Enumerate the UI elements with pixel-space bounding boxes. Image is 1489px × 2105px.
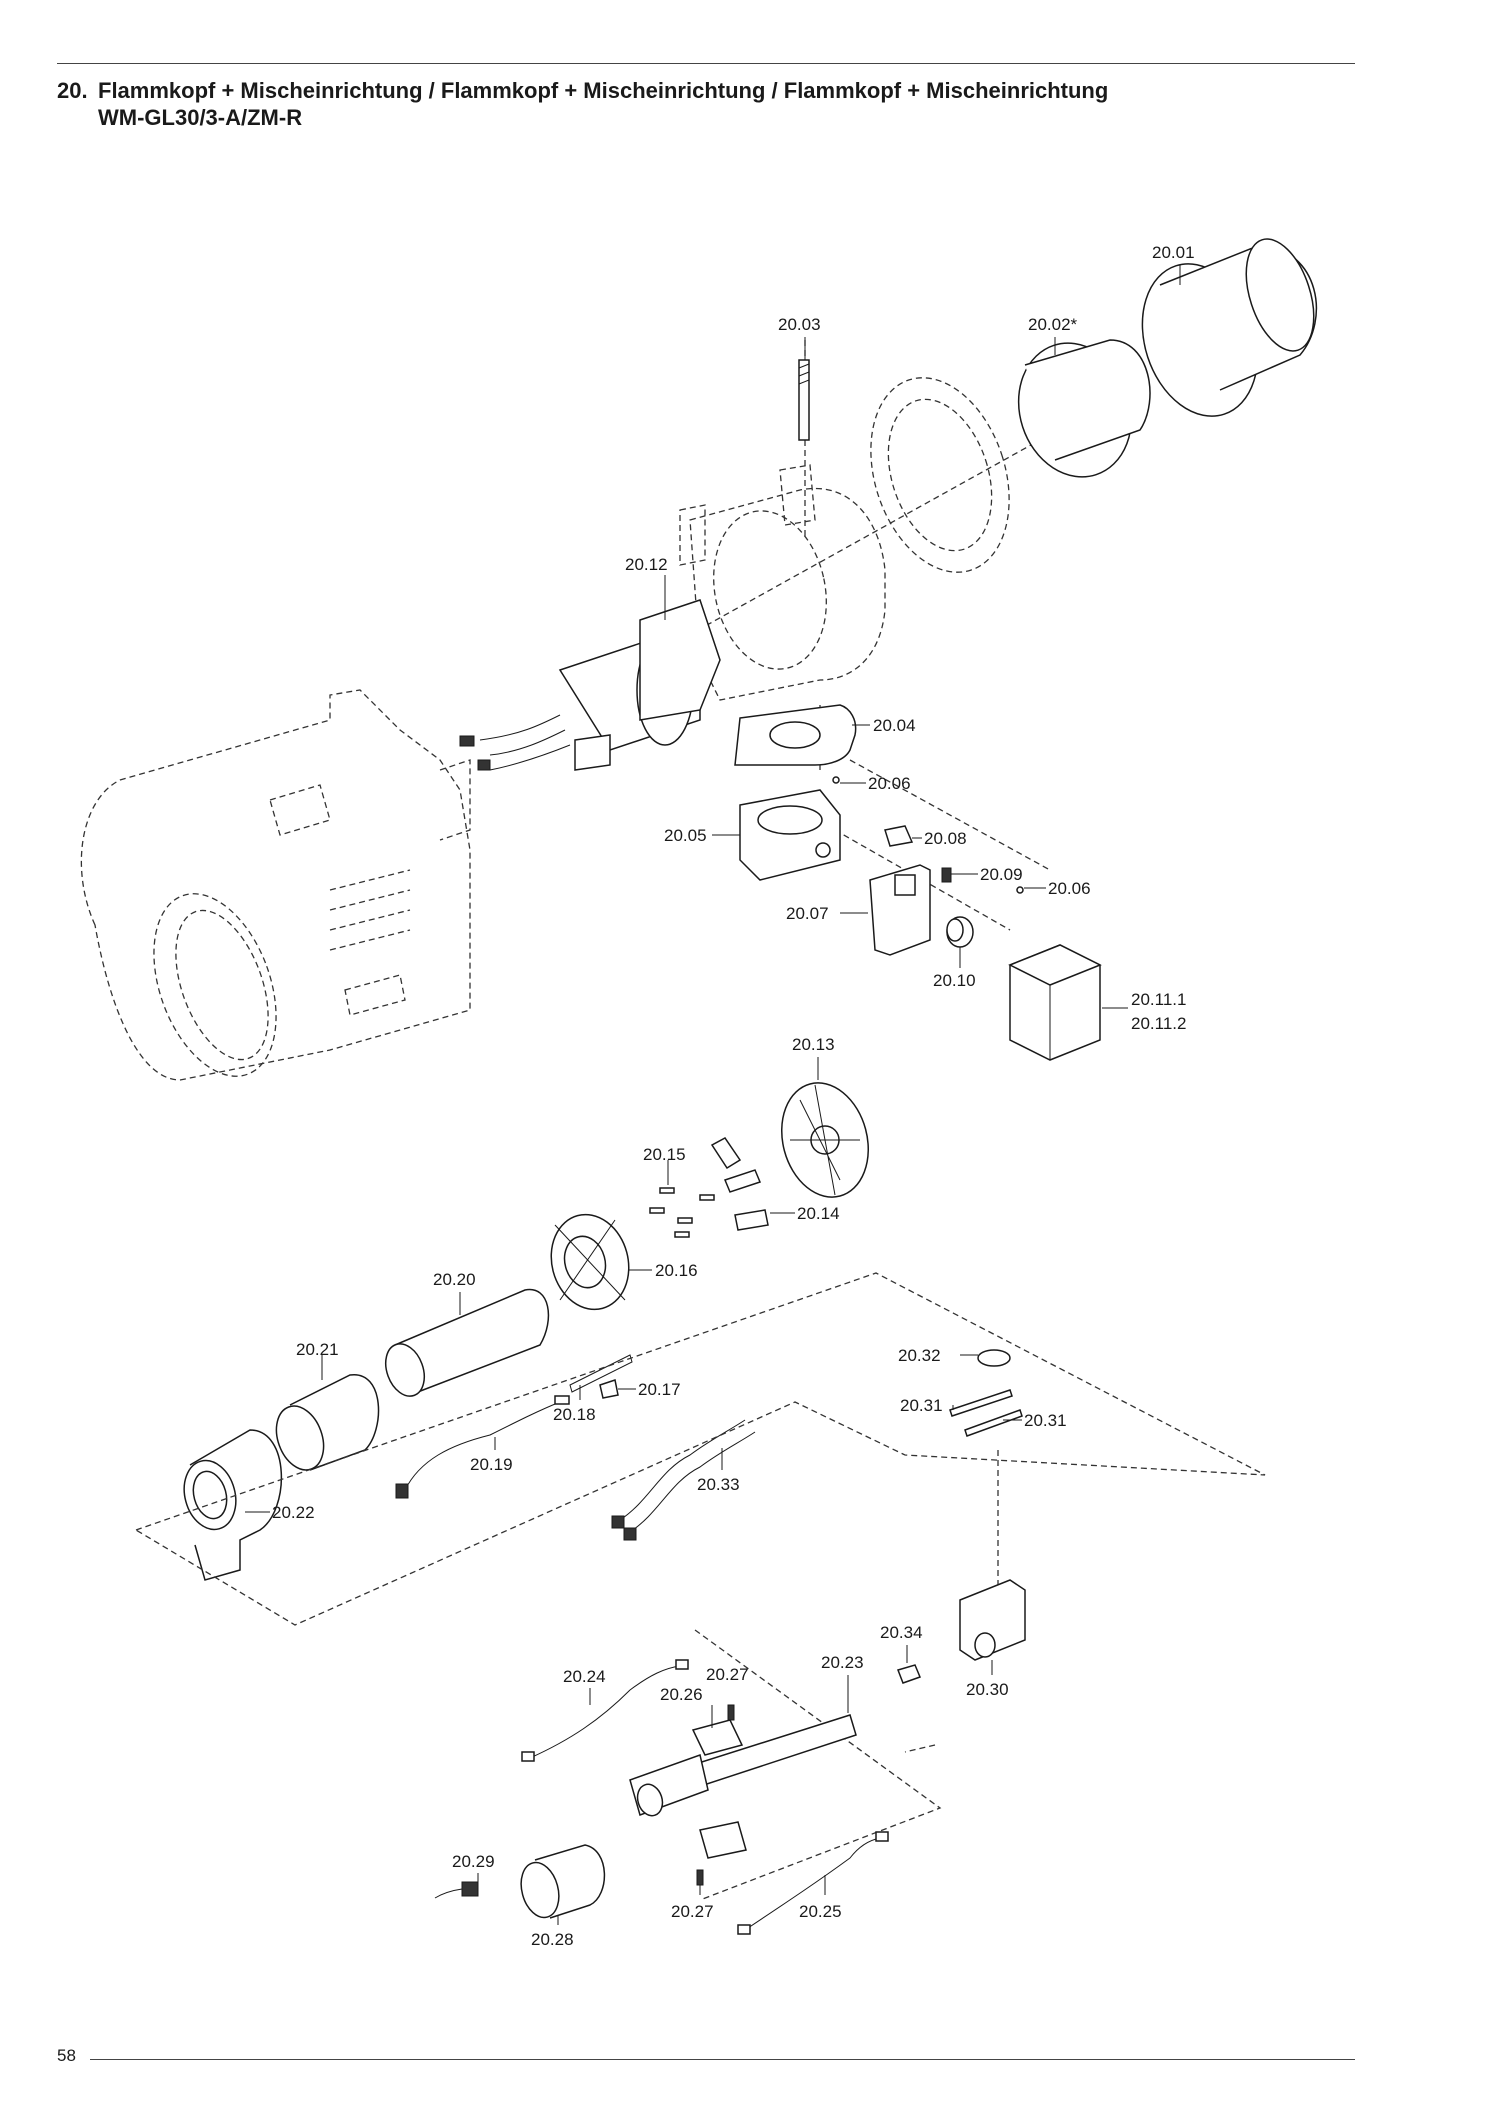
label-20-26: 20.26 [660,1685,703,1704]
part-20-28-preheater [520,1844,606,1919]
footer-rule [90,2059,1355,2060]
header-rule [57,63,1355,64]
part-20-06-screw-a [832,776,840,784]
label-20-22: 20.22 [272,1503,315,1522]
part-20-08-plate [884,825,914,847]
part-20-32-disc [977,1349,1011,1367]
part-20-02-ring [1017,339,1151,478]
label-20-18: 20.18 [553,1405,596,1424]
part-20-27-screw-b [696,1869,704,1886]
label-20-13: 20.13 [792,1035,835,1054]
part-20-14-sleeve-b [710,1137,742,1170]
part-20-07-bracket [869,864,931,956]
part-20-06-screw-b [1016,886,1024,894]
part-20-15-pins [649,1187,715,1238]
part-20-31-electrodes [949,1389,1023,1437]
label-20-28: 20.28 [531,1930,574,1949]
part-20-15-insulator [723,1169,762,1193]
label-20-27-b: 20.27 [671,1902,714,1921]
part-20-14-sleeve [734,1209,769,1231]
label-20-15: 20.15 [643,1145,686,1164]
label-20-30: 20.30 [966,1680,1009,1699]
flange-outline [679,377,1010,701]
label-20-01: 20.01 [1152,243,1195,262]
part-20-26-clamp [691,1719,747,1859]
part-20-03-stud [798,359,810,441]
label-20-14: 20.14 [797,1204,840,1223]
part-20-29-connector [434,1881,479,1899]
part-20-20-tube [384,1288,550,1397]
label-20-16: 20.16 [655,1261,698,1280]
label-20-31-b: 20.31 [1024,1411,1067,1430]
title-line-2: WM-GL30/3-A/ZM-R [98,105,303,130]
label-20-07: 20.07 [786,904,829,923]
section-number: 20. [57,78,88,103]
page-title: 20. Flammkopf + Mischeinrichtung / Flammk… [57,77,1108,131]
part-20-34-nozzle [897,1664,921,1684]
burner-housing-outline [80,689,471,1081]
page-number: 58 [57,2046,76,2065]
label-20-09: 20.09 [980,865,1023,884]
part-20-17-holder [599,1379,619,1399]
label-20-17: 20.17 [638,1380,681,1399]
part-20-33-cables [611,1419,756,1541]
label-20-08: 20.08 [924,829,967,848]
label-20-32: 20.32 [898,1346,941,1365]
part-20-30-holder [959,1579,1026,1661]
label-20-31-a: 20.31 [900,1396,943,1415]
label-20-06-a: 20.06 [868,774,911,793]
part-20-16-fan-wheel [550,1213,630,1311]
label-20-03: 20.03 [778,315,821,334]
label-20-19: 20.19 [470,1455,513,1474]
label-20-05: 20.05 [664,826,707,845]
label-20-23: 20.23 [821,1653,864,1672]
label-20-33: 20.33 [697,1475,740,1494]
part-20-25-oil-line [737,1831,889,1935]
part-20-19-ignition-cable [395,1395,570,1499]
part-20-10-coupling [946,916,974,948]
part-20-04-gasket [734,704,857,766]
label-20-24: 20.24 [563,1667,606,1686]
label-20-20: 20.20 [433,1270,476,1289]
label-20-11-1: 20.11.1 [1131,990,1186,1009]
part-20-05-housing-block [739,789,841,881]
label-20-27-a: 20.27 [706,1665,749,1684]
label-20-34: 20.34 [880,1623,923,1642]
part-20-11-motor [1008,944,1102,1061]
part-20-23-nozzle-rod [629,1714,857,1817]
label-20-12: 20.12 [625,555,668,574]
label-20-25: 20.25 [799,1902,842,1921]
part-label-group: 20.01 20.02* 20.03 20.12 20.04 20.06 20.… [245,243,1195,1949]
part-20-24-oil-line [521,1659,689,1762]
part-20-01-tube [1141,238,1318,417]
label-20-21: 20.21 [296,1340,339,1359]
part-20-09-clip [941,867,952,883]
part-20-27-screw-a [727,1704,735,1721]
title-line-1: Flammkopf + Mischeinrichtung / Flammkopf… [98,78,1109,103]
label-20-10: 20.10 [933,971,976,990]
label-20-11-2: 20.11.2 [1131,1014,1186,1033]
part-20-12-mixing-head [459,599,721,771]
label-20-02: 20.02* [1028,315,1078,334]
part-20-21-sleeve [275,1374,380,1471]
label-20-29: 20.29 [452,1852,495,1871]
label-20-06-b: 20.06 [1048,879,1091,898]
label-20-04: 20.04 [873,716,916,735]
part-20-22-flame-tube [183,1429,283,1581]
part-20-13-swirl-disk [780,1082,870,1198]
